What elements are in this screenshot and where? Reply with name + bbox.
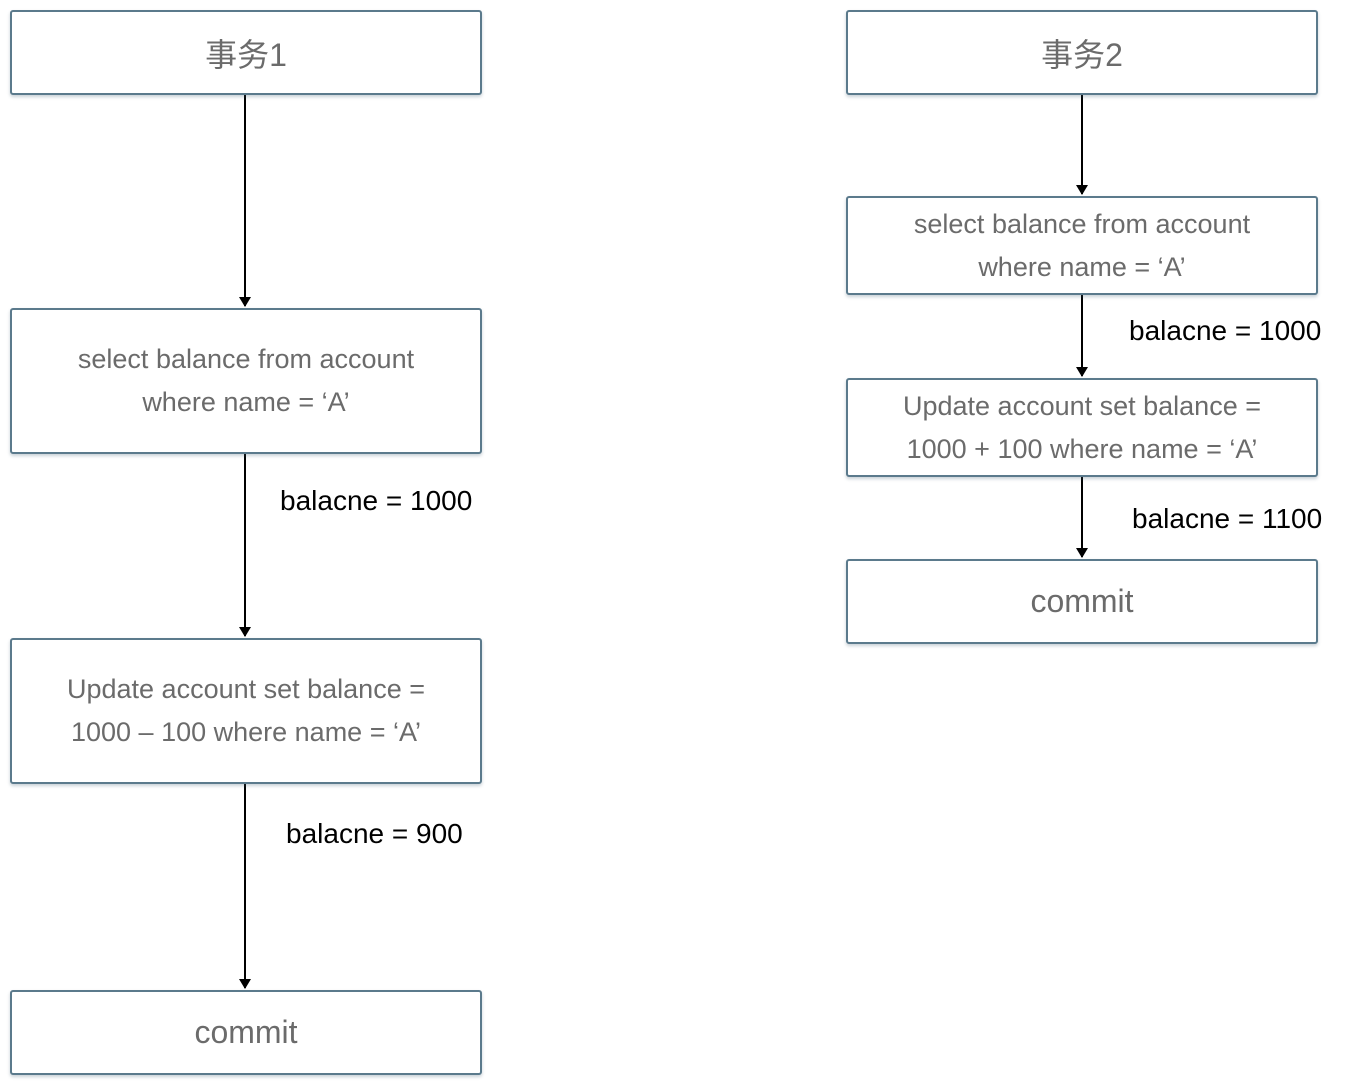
t1-title: 事务1 — [205, 36, 287, 73]
t1-label-after-update: balacne = 900 — [286, 818, 463, 849]
t2-update-box: Update account set balance = 1000 + 100 … — [846, 378, 1318, 477]
t2-select-line2: where name = ‘A’ — [978, 251, 1186, 282]
t2-commit: commit — [1030, 583, 1134, 619]
t2-select-line1: select balance from account — [913, 208, 1251, 239]
t2-label-after-select: balacne = 1000 — [1129, 315, 1322, 346]
t1-update-line1: Update account set balance = — [66, 674, 425, 704]
t1-select-line2: where name = ‘A’ — [142, 387, 350, 417]
t2-title: 事务2 — [1041, 36, 1123, 73]
t1-commit: commit — [194, 1014, 298, 1050]
t1-commit-box: commit — [10, 990, 482, 1075]
t1-select-line1: select balance from account — [77, 344, 415, 374]
t2-commit-box: commit — [846, 559, 1318, 644]
t2-select-box: select balance from account where name =… — [846, 196, 1318, 295]
t1-title-box: 事务1 — [10, 10, 482, 95]
t2-update-line2: 1000 + 100 where name = ‘A’ — [906, 433, 1258, 464]
t2-update-line1: Update account set balance = — [902, 390, 1261, 421]
t1-update-box: Update account set balance = 1000 – 100 … — [10, 638, 482, 784]
t2-label-after-update: balacne = 1100 — [1132, 503, 1323, 534]
t2-title-box: 事务2 — [846, 10, 1318, 95]
t1-label-after-select: balacne = 1000 — [280, 485, 473, 516]
t1-select-box: select balance from account where name =… — [10, 308, 482, 454]
t1-update-line2: 1000 – 100 where name = ‘A’ — [70, 717, 421, 747]
